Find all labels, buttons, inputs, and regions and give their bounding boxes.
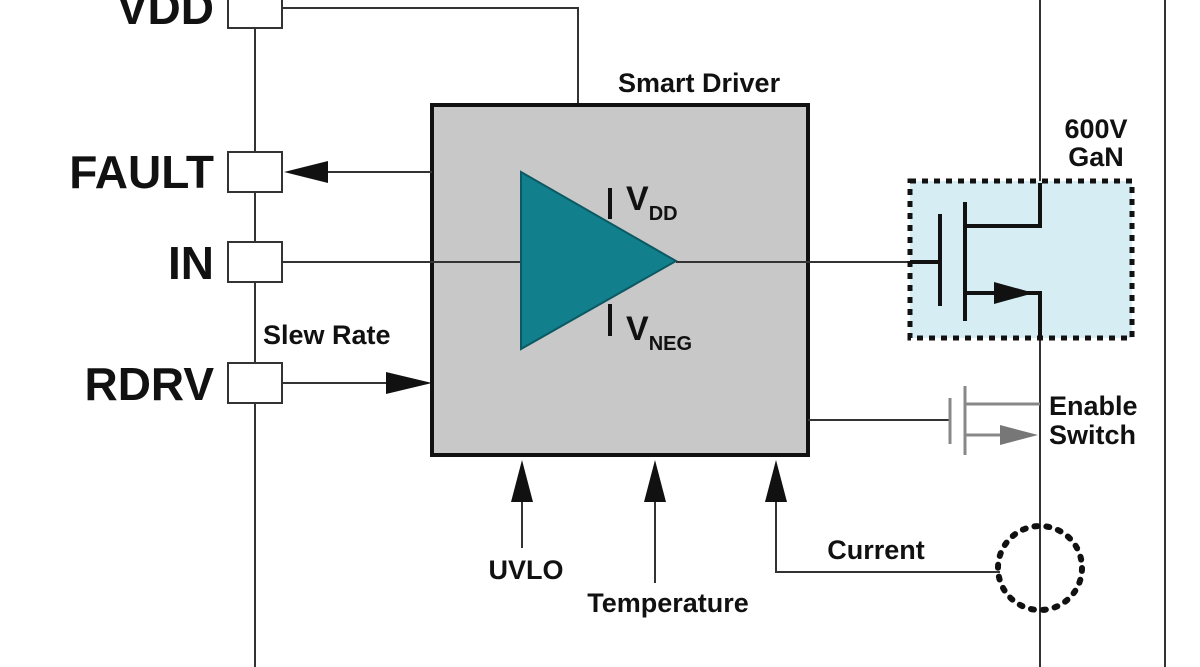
vneg-sub: NEG bbox=[649, 333, 692, 355]
pin-rdrv-label: RDRV bbox=[84, 358, 214, 410]
temperature-label: Temperature bbox=[587, 588, 749, 618]
gan-arrow bbox=[994, 282, 1034, 304]
pin-rdrv: RDRV bbox=[84, 358, 283, 410]
pin-in-label: IN bbox=[168, 237, 214, 289]
smart-driver-label: Smart Driver bbox=[618, 68, 781, 98]
uvlo-arrow bbox=[511, 460, 533, 502]
vneg-supply-label: VNEG bbox=[626, 310, 692, 355]
vdd-supply-label: VDD bbox=[626, 180, 678, 225]
enable-label-line1: Enable bbox=[1049, 391, 1138, 421]
enable-arrow bbox=[1000, 425, 1038, 445]
rdrv-arrow bbox=[386, 372, 432, 394]
uvlo-label: UVLO bbox=[488, 555, 563, 585]
pin-vdd-label: VDD bbox=[117, 0, 214, 34]
gan-source bbox=[965, 291, 1042, 338]
pin-in-box bbox=[227, 241, 283, 283]
gan-drain bbox=[965, 183, 1042, 228]
slew-rate-label: Slew Rate bbox=[263, 320, 391, 350]
gan-box bbox=[907, 178, 1135, 341]
current-label: Current bbox=[827, 535, 925, 565]
amplifier-triangle bbox=[520, 170, 679, 351]
gan-type-label: GaN bbox=[1068, 142, 1124, 172]
vneg-main: V bbox=[626, 310, 649, 348]
pin-fault-label: FAULT bbox=[69, 146, 214, 198]
gan-voltage-label: 600V bbox=[1064, 114, 1127, 144]
fault-arrow bbox=[284, 161, 328, 183]
vdd-wire bbox=[282, 7, 579, 105]
vdd-main: V bbox=[626, 180, 649, 218]
pin-in: IN bbox=[168, 237, 283, 289]
current-arrow bbox=[765, 460, 787, 502]
pin-fault-box bbox=[227, 151, 283, 193]
pin-fault: FAULT bbox=[69, 146, 283, 198]
temperature-arrow bbox=[644, 460, 666, 502]
current-wire bbox=[775, 500, 1000, 573]
current-sense-circle bbox=[995, 523, 1085, 613]
gan-transistor bbox=[910, 183, 1042, 338]
pin-rdrv-box bbox=[227, 362, 283, 404]
enable-label-line2: Switch bbox=[1049, 420, 1136, 450]
vdd-sub: DD bbox=[649, 203, 678, 225]
pin-vdd: VDD bbox=[117, 0, 283, 34]
enable-switch bbox=[948, 386, 1040, 455]
pin-vdd-box bbox=[227, 0, 283, 29]
